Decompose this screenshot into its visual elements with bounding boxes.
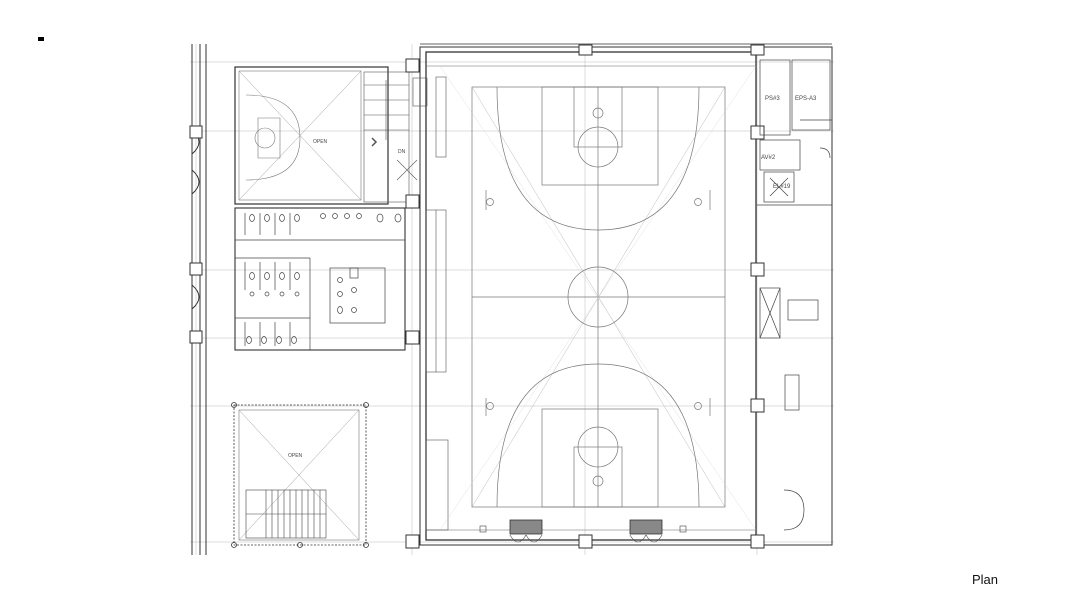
av-room-label: AV#2 xyxy=(761,155,776,161)
grid-lines xyxy=(190,44,834,555)
corner-mark xyxy=(38,37,44,41)
lower-open-area: OPEN xyxy=(231,402,369,548)
right-service-rooms xyxy=(757,59,832,531)
eps-room-label: EPS-A3 xyxy=(795,96,817,102)
gymnasium-walls xyxy=(419,43,833,546)
open-upper-label: OPEN xyxy=(313,139,328,145)
ps-room-label: PS#3 xyxy=(765,96,780,102)
practice-court-room: OPEN xyxy=(234,66,389,205)
open-lower-label: OPEN xyxy=(288,453,303,459)
stair-dn-label: DN xyxy=(398,149,406,155)
upper-stair: DN xyxy=(363,71,418,203)
right-room-labels: PS#3 EPS-A3 AV#2 EL#19 xyxy=(761,96,817,190)
restroom-block xyxy=(234,207,406,351)
main-basketball-court xyxy=(439,65,757,531)
structural-columns xyxy=(189,44,765,549)
restroom-fixtures xyxy=(246,213,402,344)
left-exterior-wall xyxy=(191,44,207,555)
gym-bleachers xyxy=(412,76,449,531)
lower-stair xyxy=(245,489,327,539)
gym-entry-doors xyxy=(479,519,687,543)
plan-caption: Plan xyxy=(972,572,999,587)
el-room-label: EL#19 xyxy=(773,184,791,190)
